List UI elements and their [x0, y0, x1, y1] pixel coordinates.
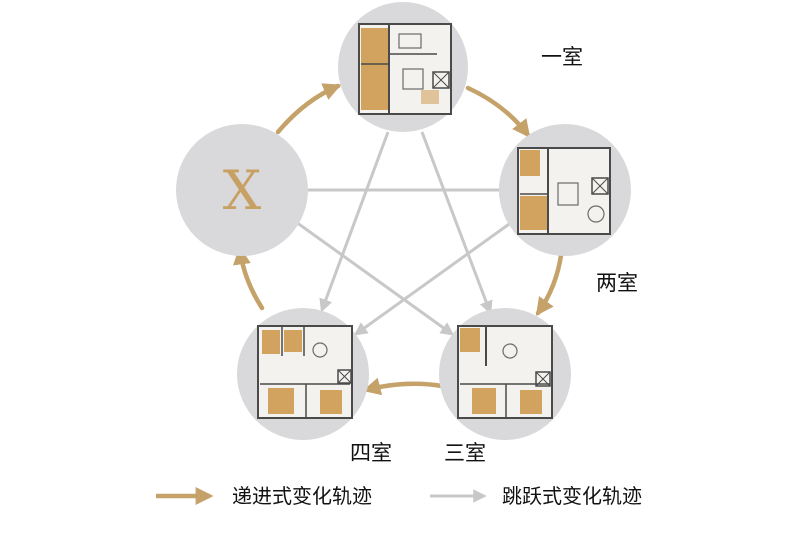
- jump-arrow-x-to-three: [295, 220, 455, 336]
- one-room-node: [338, 2, 468, 132]
- one-room-floorplan: [358, 23, 452, 115]
- jump-arrows: [295, 131, 513, 336]
- legend-jump-label: 跳跃式变化轨迹: [502, 484, 642, 508]
- jump-arrow-one-to-three: [420, 131, 493, 315]
- jump-arrow-one-to-four: [319, 131, 390, 313]
- legend-progressive-label: 递进式变化轨迹: [232, 484, 372, 508]
- jump-arrow-two-to-four: [353, 220, 513, 336]
- legend-jump: 跳跃式变化轨迹: [430, 484, 642, 508]
- progressive-arrow-four-to-x: [232, 246, 265, 311]
- progressive-arrow-x-to-one: [275, 83, 342, 135]
- legend: 递进式变化轨迹 跳跃式变化轨迹: [156, 484, 642, 508]
- progressive-arrow-one-to-two: [465, 85, 531, 138]
- four-room-node: [237, 308, 369, 440]
- three-room-floorplan: [457, 325, 553, 419]
- label-four-room: 四室: [350, 441, 392, 465]
- label-one-room: 一室: [541, 45, 583, 69]
- x-node: X: [176, 124, 308, 256]
- three-room-node: [439, 308, 571, 440]
- x-node-letter: X: [223, 159, 262, 222]
- four-room-floorplan: [257, 325, 353, 419]
- two-room-floorplan: [517, 147, 611, 235]
- progressive-arrow-two-to-three: [535, 245, 565, 316]
- progressive-arrow-three-to-four: [362, 377, 445, 396]
- legend-progressive: 递进式变化轨迹: [156, 484, 372, 508]
- two-room-node: [499, 124, 631, 256]
- label-two-room: 两室: [596, 271, 638, 295]
- label-three-room: 三室: [444, 441, 486, 465]
